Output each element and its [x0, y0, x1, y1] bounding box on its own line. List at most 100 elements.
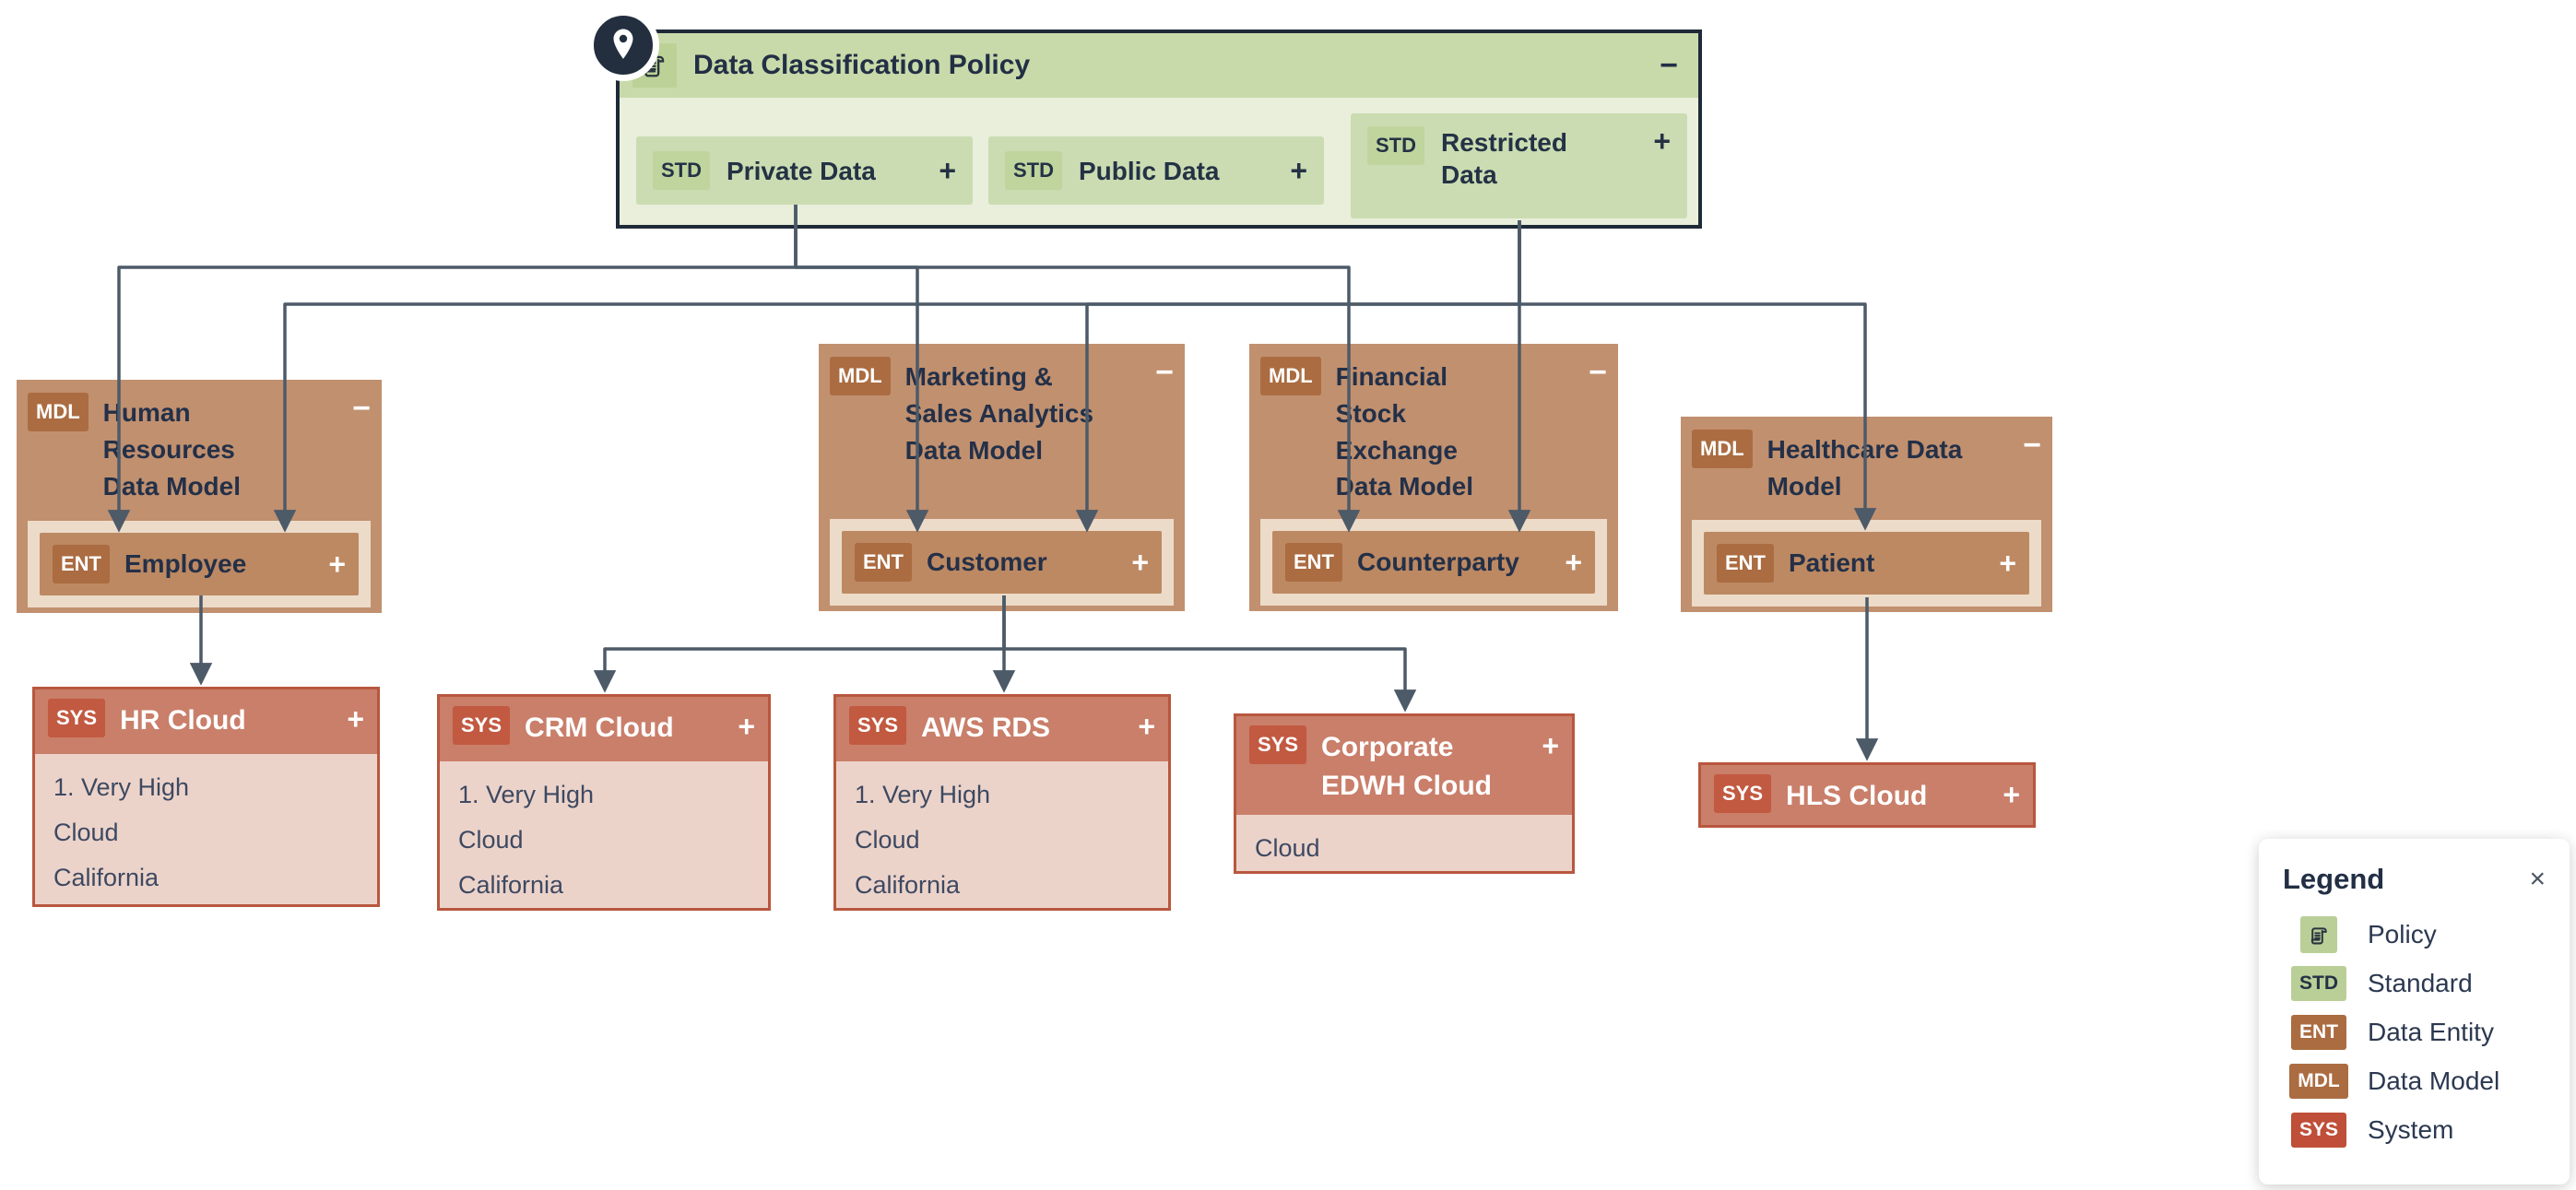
- model-header: MDL Marketing & Sales Analytics Data Mod…: [830, 357, 1174, 468]
- entity-panel: ENT Counterparty +: [1260, 519, 1607, 606]
- system-node-crm-cloud[interactable]: SYS CRM Cloud + 1. Very High Cloud Calif…: [437, 694, 771, 911]
- entity-panel: ENT Patient +: [1692, 520, 2041, 607]
- model-badge: MDL: [1692, 430, 1753, 468]
- system-node-corporate-edwh-cloud[interactable]: SYS Corporate EDWH Cloud + Cloud: [1234, 713, 1575, 874]
- system-attribute: Cloud: [855, 826, 920, 854]
- system-attributes: Cloud: [1236, 815, 1572, 882]
- system-title: AWS RDS: [921, 713, 1051, 743]
- system-node-hr-cloud[interactable]: SYS HR Cloud + 1. Very High Cloud Califo…: [32, 687, 380, 907]
- model-title: Healthcare Data Model: [1767, 435, 1963, 501]
- system-header: SYS CRM Cloud +: [440, 697, 768, 761]
- standard-badge: STD: [2291, 966, 2346, 1001]
- model-node-healthcare[interactable]: MDL Healthcare Data Model − ENT Patient …: [1681, 417, 2052, 612]
- expand-button[interactable]: +: [939, 154, 956, 187]
- legend-item-policy: Policy: [2283, 916, 2546, 953]
- collapse-button[interactable]: −: [1589, 355, 1607, 390]
- system-attribute: 1. Very High: [458, 781, 595, 808]
- system-header: SYS Corporate EDWH Cloud +: [1236, 716, 1572, 815]
- system-attributes: 1. Very High Cloud California: [836, 761, 1168, 919]
- close-icon[interactable]: ×: [2529, 864, 2546, 894]
- expand-button[interactable]: +: [738, 710, 755, 743]
- entity-badge: ENT: [1285, 543, 1342, 582]
- legend-item-standard: STD Standard: [2283, 965, 2546, 1002]
- system-attribute: California: [855, 871, 961, 899]
- model-header: MDL Human Resources Data Model −: [28, 393, 371, 504]
- system-title: HR Cloud: [120, 705, 246, 736]
- system-badge: SYS: [1714, 774, 1772, 813]
- expand-button[interactable]: +: [1565, 546, 1582, 579]
- policy-node[interactable]: Data Classification Policy − STD Private…: [616, 29, 1702, 229]
- legend-label: Standard: [2368, 969, 2473, 997]
- entity-panel: ENT Customer +: [830, 519, 1174, 606]
- system-attribute: Cloud: [458, 826, 524, 854]
- expand-button[interactable]: +: [1999, 547, 2016, 580]
- system-attribute: Cloud: [53, 819, 119, 846]
- entity-badge: ENT: [855, 543, 912, 582]
- entity-chip-employee[interactable]: ENT Employee +: [40, 533, 359, 595]
- expand-button[interactable]: +: [1542, 729, 1559, 762]
- model-header: MDL Healthcare Data Model −: [1692, 430, 2041, 505]
- system-node-aws-rds[interactable]: SYS AWS RDS + 1. Very High Cloud Califor…: [833, 694, 1171, 911]
- entity-chip-counterparty[interactable]: ENT Counterparty +: [1272, 531, 1595, 594]
- location-pin-icon: [587, 9, 659, 81]
- legend-label: System: [2368, 1115, 2454, 1144]
- entity-badge: ENT: [53, 545, 110, 583]
- model-title: Human Resources Data Model: [102, 398, 242, 501]
- expand-button[interactable]: +: [2003, 778, 2020, 811]
- expand-button[interactable]: +: [1653, 124, 1671, 158]
- standard-chip-public-data[interactable]: STD Public Data +: [988, 136, 1324, 205]
- system-badge: SYS: [2290, 1113, 2347, 1148]
- expand-button[interactable]: +: [328, 548, 346, 581]
- legend-title: Legend: [2283, 863, 2385, 895]
- entity-chip-customer[interactable]: ENT Customer +: [842, 531, 1162, 594]
- expand-button[interactable]: +: [347, 702, 364, 736]
- system-attribute: 1. Very High: [855, 781, 991, 808]
- standard-badge: STD: [653, 151, 710, 190]
- entity-label: Customer: [927, 548, 1047, 576]
- system-attributes: 1. Very High Cloud California: [35, 754, 377, 912]
- expand-button[interactable]: +: [1290, 154, 1307, 187]
- system-header: SYS HLS Cloud +: [1701, 765, 2033, 825]
- expand-button[interactable]: +: [1131, 546, 1149, 579]
- system-badge: SYS: [1249, 725, 1307, 764]
- legend-label: Data Model: [2368, 1066, 2500, 1095]
- system-attribute: Cloud: [1255, 834, 1320, 862]
- standard-label: Public Data: [1079, 156, 1220, 185]
- standard-badge: STD: [1367, 126, 1424, 165]
- entity-chip-patient[interactable]: ENT Patient +: [1704, 532, 2029, 595]
- model-badge: MDL: [2289, 1064, 2348, 1099]
- system-header: SYS AWS RDS +: [836, 697, 1168, 761]
- model-node-human-resources[interactable]: MDL Human Resources Data Model − ENT Emp…: [17, 380, 382, 613]
- entity-label: Patient: [1789, 548, 1875, 577]
- legend-item-data-model: MDL Data Model: [2283, 1063, 2546, 1100]
- system-attributes: 1. Very High Cloud California: [440, 761, 768, 919]
- model-node-marketing-sales[interactable]: MDL Marketing & Sales Analytics Data Mod…: [819, 344, 1185, 611]
- policy-scroll-icon: [2300, 916, 2337, 953]
- system-node-hls-cloud[interactable]: SYS HLS Cloud +: [1698, 762, 2036, 828]
- model-title: Marketing & Sales Analytics Data Model: [904, 362, 1094, 465]
- model-node-financial-stock-exchange[interactable]: MDL Financial Stock Exchange Data Model …: [1249, 344, 1618, 611]
- collapse-button[interactable]: −: [2023, 428, 2041, 463]
- system-badge: SYS: [453, 706, 511, 745]
- collapse-button[interactable]: −: [1155, 355, 1174, 390]
- model-badge: MDL: [830, 357, 891, 395]
- standard-chip-restricted-data[interactable]: STD Restricted Data +: [1351, 113, 1687, 218]
- system-title: CRM Cloud: [525, 713, 674, 743]
- system-title: Corporate EDWH Cloud: [1321, 732, 1492, 801]
- system-attribute: California: [458, 871, 564, 899]
- policy-title: Data Classification Policy: [693, 50, 1031, 80]
- legend-item-data-entity: ENT Data Entity: [2283, 1014, 2546, 1051]
- system-badge: SYS: [849, 706, 907, 745]
- collapse-button[interactable]: −: [352, 391, 371, 426]
- standard-chip-private-data[interactable]: STD Private Data +: [636, 136, 973, 205]
- system-title: HLS Cloud: [1786, 781, 1928, 811]
- model-header: MDL Financial Stock Exchange Data Model …: [1260, 357, 1607, 505]
- policy-collapse-button[interactable]: −: [1660, 48, 1678, 83]
- system-badge: SYS: [48, 699, 106, 737]
- legend-panel: Legend × Policy STD Standard ENT: [2259, 839, 2570, 1184]
- entity-label: Employee: [124, 549, 247, 578]
- entity-badge: ENT: [2291, 1015, 2346, 1050]
- expand-button[interactable]: +: [1138, 710, 1155, 743]
- standard-badge: STD: [1005, 151, 1062, 190]
